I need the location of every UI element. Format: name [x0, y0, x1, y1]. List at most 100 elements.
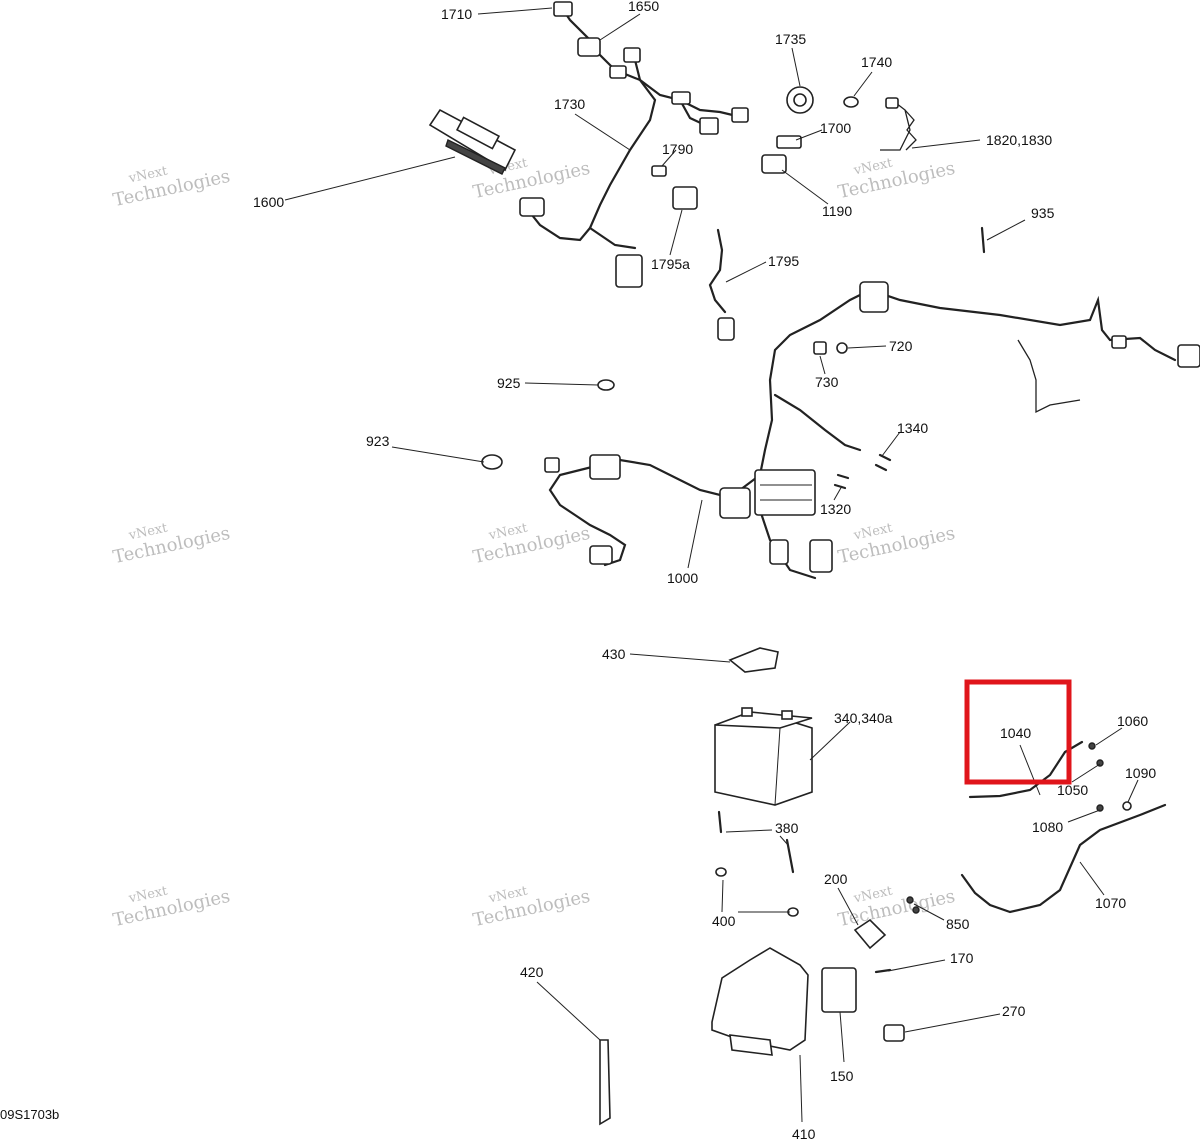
ecu-module-1600: [428, 108, 517, 175]
callout-1090: 1090: [1125, 765, 1156, 781]
callout-1080: 1080: [1032, 819, 1063, 835]
connector: [1111, 335, 1127, 349]
callout-1340: 1340: [897, 420, 928, 436]
terminal: [781, 710, 793, 720]
washer-1740: [843, 96, 859, 108]
callout-720: 720: [889, 338, 913, 354]
diagram-id-label: 09S1703b: [0, 1107, 60, 1122]
small-parts-top: [651, 86, 986, 341]
callout-400: 400: [712, 913, 736, 929]
bracket: [719, 487, 751, 519]
callout-420: 420: [520, 964, 544, 980]
connector: [577, 37, 601, 57]
connector: [519, 197, 545, 217]
callout-410: 410: [792, 1126, 816, 1142]
callout-925: 925: [497, 375, 521, 391]
fuse-1790: [651, 165, 667, 177]
callout-labels: 1710 1650 1735 1740 1730 1700 1820,1830 …: [253, 0, 1156, 1142]
callout-935: 935: [1031, 205, 1055, 221]
solenoid-200: [853, 918, 887, 950]
callout-1040: 1040: [1000, 725, 1031, 741]
connector: [623, 47, 641, 63]
callout-150: 150: [830, 1068, 854, 1084]
callout-1795a: 1795a: [651, 256, 690, 272]
relay-1795a: [672, 186, 698, 210]
callout-1740: 1740: [861, 54, 892, 70]
callout-200: 200: [824, 871, 848, 887]
connector: [859, 281, 889, 313]
callout-1600: 1600: [253, 194, 284, 210]
clip-1700: [776, 135, 802, 149]
nut-1080: [1096, 804, 1104, 812]
callout-380: 380: [775, 820, 799, 836]
bolt-380: [717, 810, 723, 834]
terminal: [741, 707, 753, 717]
nut-400: [715, 867, 727, 877]
callout-730: 730: [815, 374, 839, 390]
cable-1070: [960, 803, 1167, 914]
fuse-box: [754, 469, 816, 516]
upper-harness-1730: [519, 1, 749, 288]
screw-170: [874, 968, 892, 974]
callout-1190: 1190: [822, 203, 852, 219]
callout-1000: 1000: [667, 570, 698, 586]
battery-tray-410: [711, 947, 809, 1051]
callout-923: 923: [366, 433, 390, 449]
bolt-380b: [785, 838, 795, 874]
connector: [553, 1, 573, 17]
cable-tie-925: [597, 379, 615, 391]
bracket-430: [728, 647, 779, 673]
connector: [671, 91, 691, 105]
cable-tie-923: [481, 454, 503, 470]
battery-area: [599, 647, 905, 1126]
connector-730: [813, 341, 827, 355]
callout-1710: 1710: [441, 6, 472, 22]
callout-1700: 1700: [820, 120, 851, 136]
connector: [699, 117, 719, 135]
connector: [769, 539, 789, 565]
nut-1090: [1122, 801, 1132, 811]
callout-340-340a: 340,340a: [834, 710, 893, 726]
callout-1320: 1320: [820, 501, 851, 517]
connector-1820: [885, 97, 899, 109]
connector-1795: [717, 317, 735, 341]
connector-270: [883, 1024, 905, 1042]
callout-1650: 1650: [628, 0, 659, 14]
sensor-1190: [761, 154, 787, 174]
callout-270: 270: [1002, 1003, 1026, 1019]
callout-850: 850: [946, 916, 970, 932]
callout-1820-1830: 1820,1830: [986, 132, 1052, 148]
terminal-1340: [878, 453, 892, 462]
nut-850: [906, 896, 914, 904]
connector: [544, 457, 560, 473]
callout-1060: 1060: [1117, 713, 1148, 729]
module-150: [821, 967, 857, 1013]
callout-1730: 1730: [554, 96, 585, 112]
callout-1795: 1795: [768, 253, 799, 269]
bolt-935: [980, 226, 986, 254]
connector: [589, 454, 621, 480]
connector: [809, 539, 833, 573]
connector: [1177, 344, 1200, 368]
terminal-1320: [836, 473, 850, 480]
callout-1735: 1735: [775, 31, 806, 47]
callout-430: 430: [602, 646, 626, 662]
callout-1790: 1790: [662, 141, 693, 157]
battery-340: [714, 717, 813, 806]
connector: [589, 545, 613, 565]
connector: [731, 107, 749, 123]
connector: [609, 65, 627, 79]
nut-1060: [1088, 742, 1096, 750]
callout-1070: 1070: [1095, 895, 1126, 911]
callout-1050: 1050: [1057, 782, 1088, 798]
callout-170: 170: [950, 950, 974, 966]
connector: [615, 254, 643, 288]
